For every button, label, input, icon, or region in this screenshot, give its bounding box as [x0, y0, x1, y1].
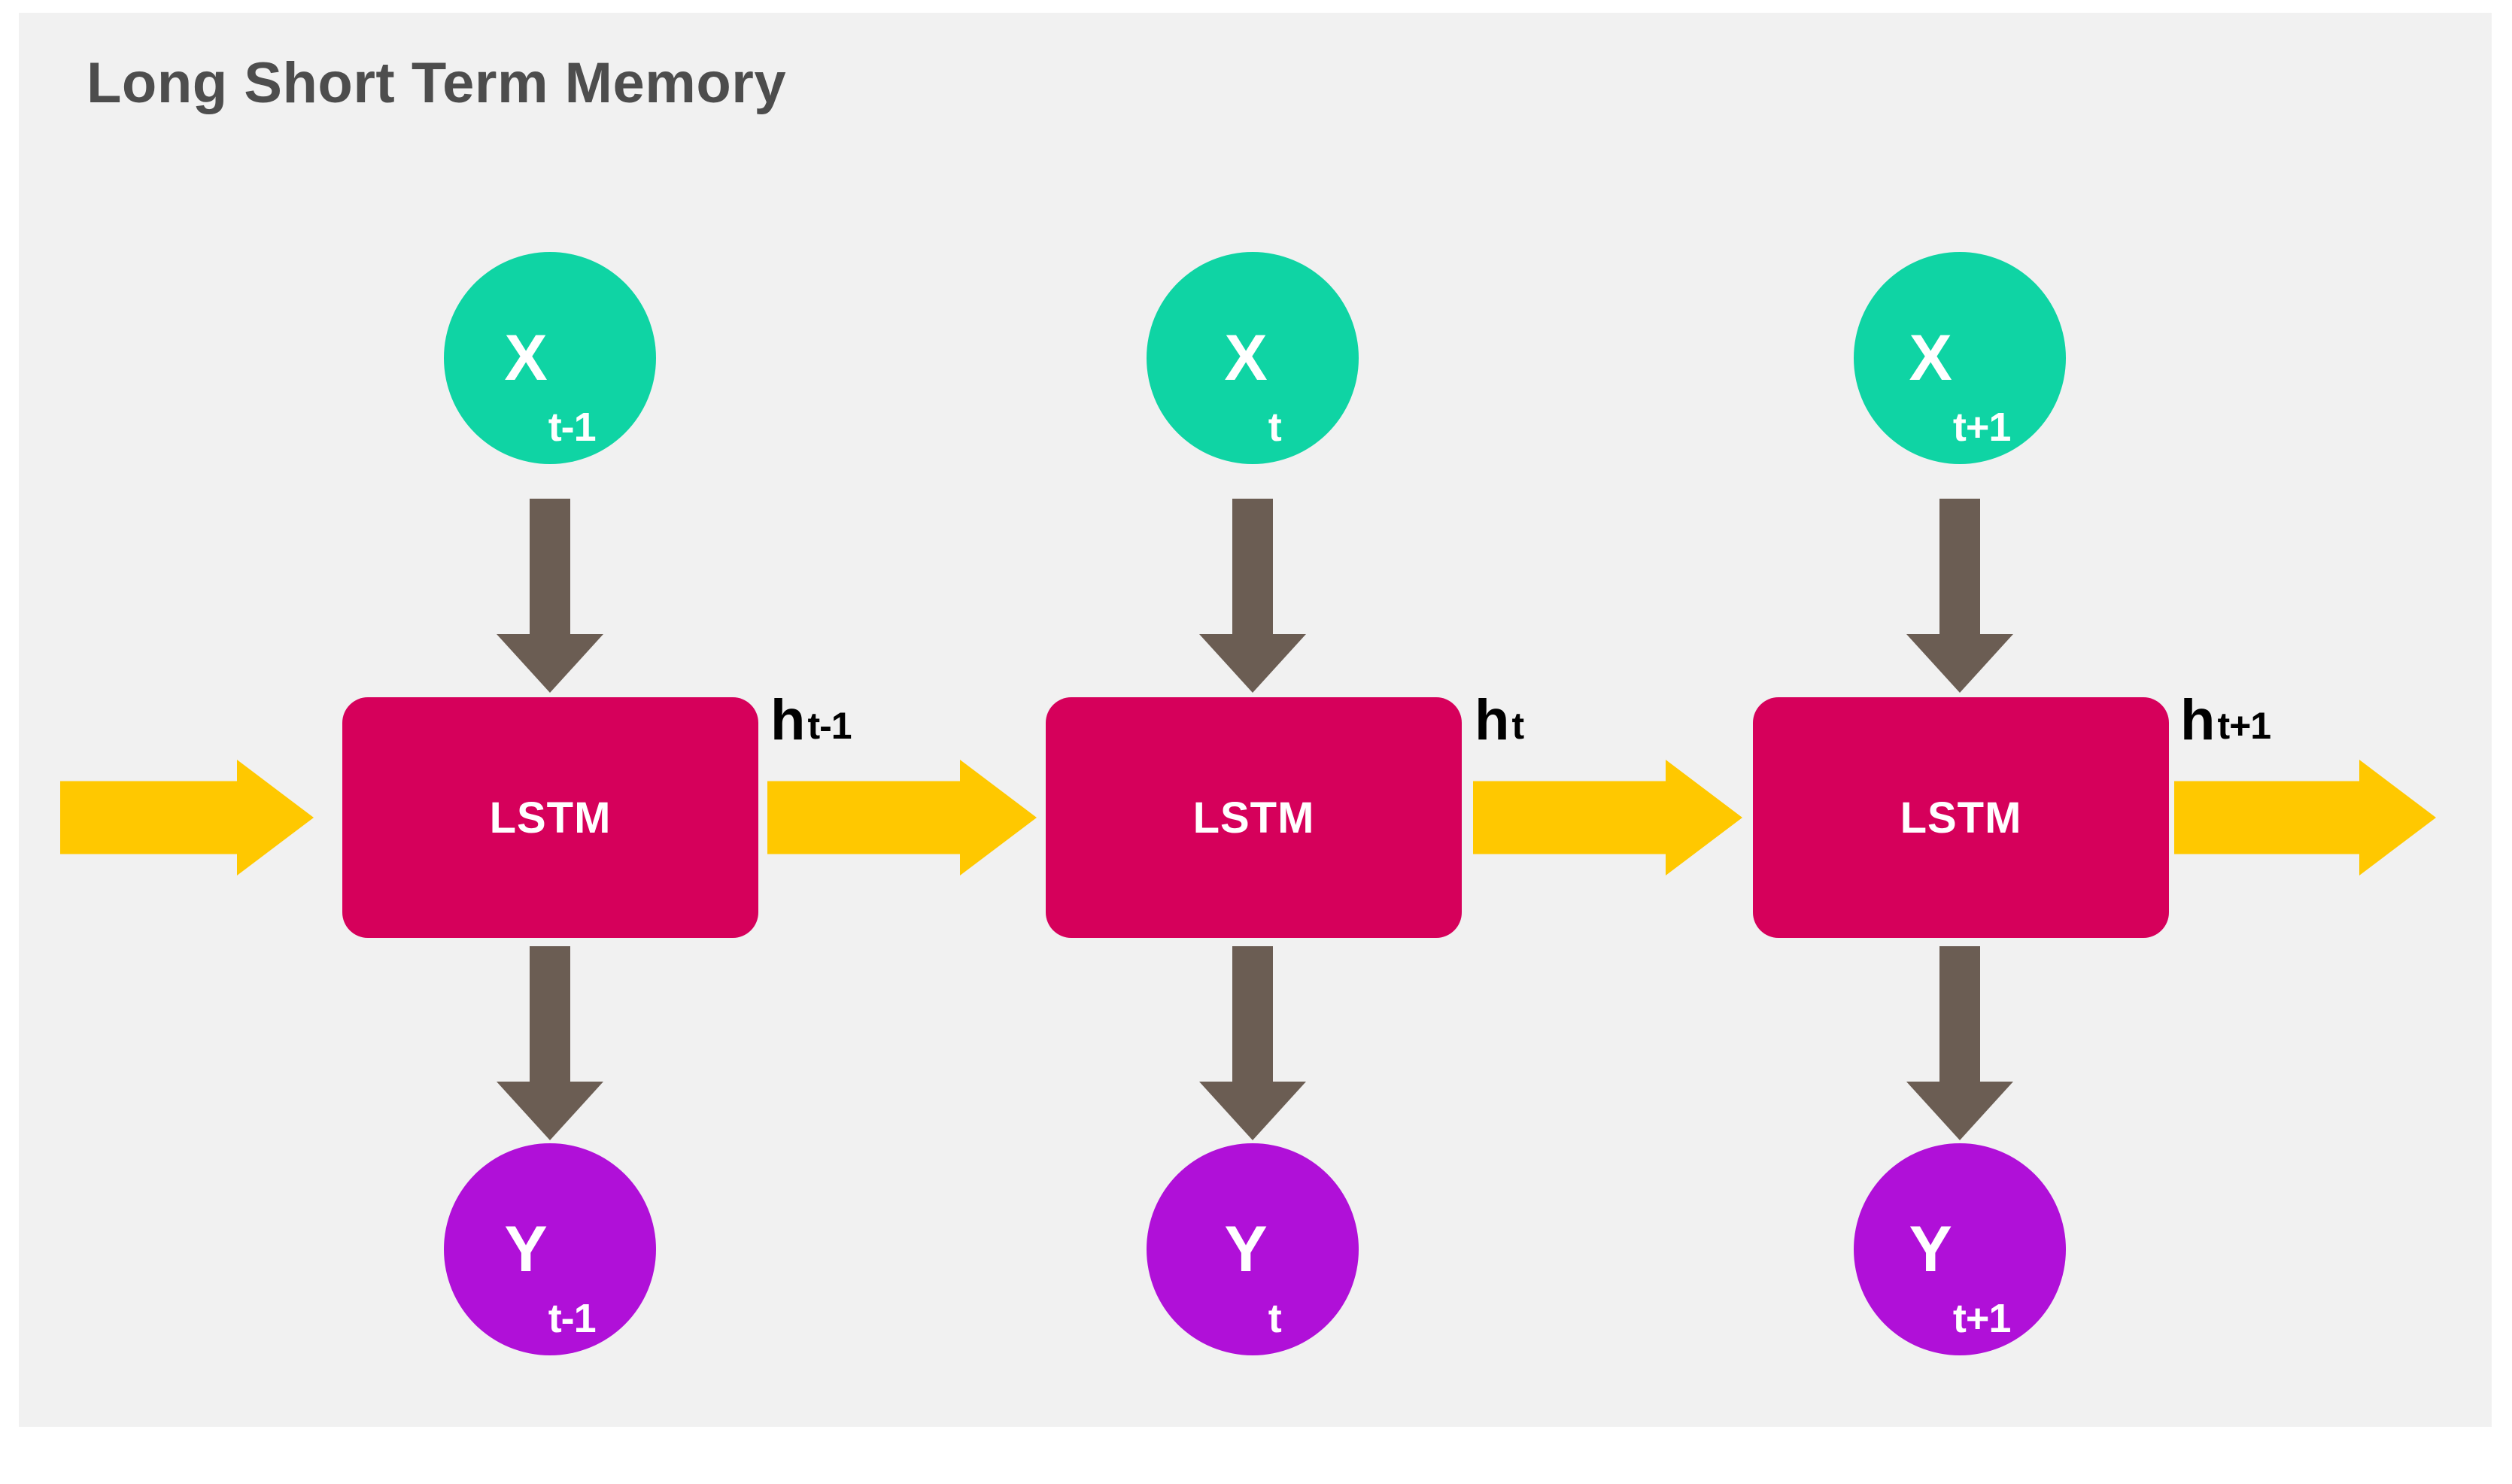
input-arrow-t-minus-1 — [497, 499, 603, 693]
output-arrow-t-minus-1 — [497, 946, 603, 1140]
lstm-cell-label: LSTM — [1192, 793, 1315, 842]
arrow-head-icon — [1666, 760, 1742, 876]
arrow-head-icon — [1199, 1082, 1306, 1140]
hidden-arrow-t-plus-1 — [2174, 760, 2436, 876]
arrow-head-icon — [1906, 1082, 2013, 1140]
lstm-cell-t-minus-1[interactable]: LSTM — [342, 697, 758, 938]
hidden-arrow-t — [1473, 760, 1742, 876]
arrow-head-icon — [960, 760, 1037, 876]
hidden-label-base: h — [770, 688, 806, 752]
output-node-base-label: Y — [504, 1213, 547, 1285]
input-node-base-label: X — [1909, 322, 1952, 394]
arrow-shaft — [530, 946, 570, 1082]
arrow-shaft — [530, 499, 570, 634]
arrow-shaft — [1232, 946, 1273, 1082]
lstm-cell-label: LSTM — [489, 793, 612, 842]
arrow-shaft — [2174, 781, 2359, 854]
hidden-label-sub: t — [1511, 705, 1524, 747]
hidden-label-base: h — [1475, 688, 1510, 752]
arrow-shaft — [1473, 781, 1666, 854]
output-node-base-label: Y — [1224, 1213, 1267, 1285]
input-arrow-t-plus-1 — [1906, 499, 2013, 693]
hidden-arrow-incoming — [60, 760, 314, 876]
arrow-head-icon — [497, 1082, 603, 1140]
arrow-head-icon — [1906, 634, 2013, 693]
arrow-shaft — [1939, 499, 1980, 634]
input-node-sub-label: t — [1268, 405, 1282, 450]
lstm-cell-t-plus-1[interactable]: LSTM — [1753, 697, 2169, 938]
output-arrow-t — [1199, 946, 1306, 1140]
arrow-shaft — [1232, 499, 1273, 634]
lstm-cell-t[interactable]: LSTM — [1046, 697, 1462, 938]
input-node-base-label: X — [504, 322, 547, 394]
arrow-head-icon — [2359, 760, 2436, 876]
arrow-head-icon — [237, 760, 314, 876]
hidden-label-sub: t-1 — [807, 705, 852, 747]
output-node-sub-label: t — [1268, 1296, 1282, 1341]
output-node-sub-label: t+1 — [1952, 1296, 2012, 1341]
output-node-base-label: Y — [1909, 1213, 1952, 1285]
arrow-shaft — [60, 781, 237, 854]
output-arrow-t-plus-1 — [1906, 946, 2013, 1140]
output-node-sub-label: t-1 — [548, 1296, 597, 1341]
input-node-sub-label: t-1 — [548, 405, 597, 450]
hidden-label-base: h — [2180, 688, 2216, 752]
arrow-head-icon — [497, 634, 603, 693]
arrow-head-icon — [1199, 634, 1306, 693]
hidden-arrow-t-minus-1 — [767, 760, 1037, 876]
arrow-shaft — [767, 781, 960, 854]
page-title: Long Short Term Memory — [87, 51, 787, 115]
input-node-sub-label: t+1 — [1952, 405, 2012, 450]
input-node-base-label: X — [1224, 322, 1267, 394]
input-arrow-t — [1199, 499, 1306, 693]
arrow-shaft — [1939, 946, 1980, 1082]
hidden-label-sub: t+1 — [2217, 705, 2271, 747]
lstm-cell-label: LSTM — [1900, 793, 2022, 842]
